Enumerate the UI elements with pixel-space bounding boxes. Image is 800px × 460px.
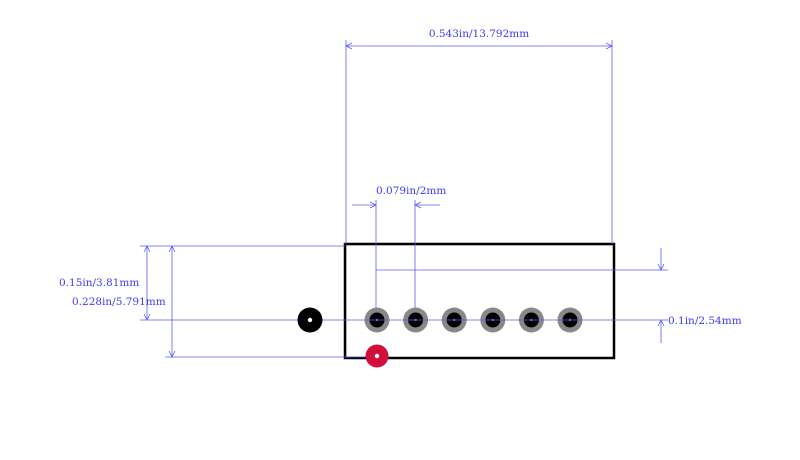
- row-offset-dimension: 0.1in/2.54mm: [376, 248, 742, 343]
- body-silk-outline: [345, 244, 615, 359]
- pitch-label: 0.079in/2mm: [376, 185, 446, 197]
- component-outline: [343, 242, 616, 360]
- pitch-dimension: 0.079in/2mm: [352, 185, 446, 320]
- width-label: 0.543in/13.792mm: [429, 28, 529, 40]
- pin1-marker: [365, 344, 389, 368]
- width-dimension: 0.543in/13.792mm: [345, 28, 613, 244]
- mounting-hole: [297, 307, 323, 333]
- pad-row: [346, 307, 614, 333]
- height-dimensions: 0.15in/3.81mm 0.228in/5.791mm: [59, 245, 376, 358]
- row-offset-label: 0.1in/2.54mm: [668, 315, 742, 327]
- height-label-2: 0.228in/5.791mm: [72, 296, 166, 308]
- height-label-1: 0.15in/3.81mm: [59, 277, 139, 289]
